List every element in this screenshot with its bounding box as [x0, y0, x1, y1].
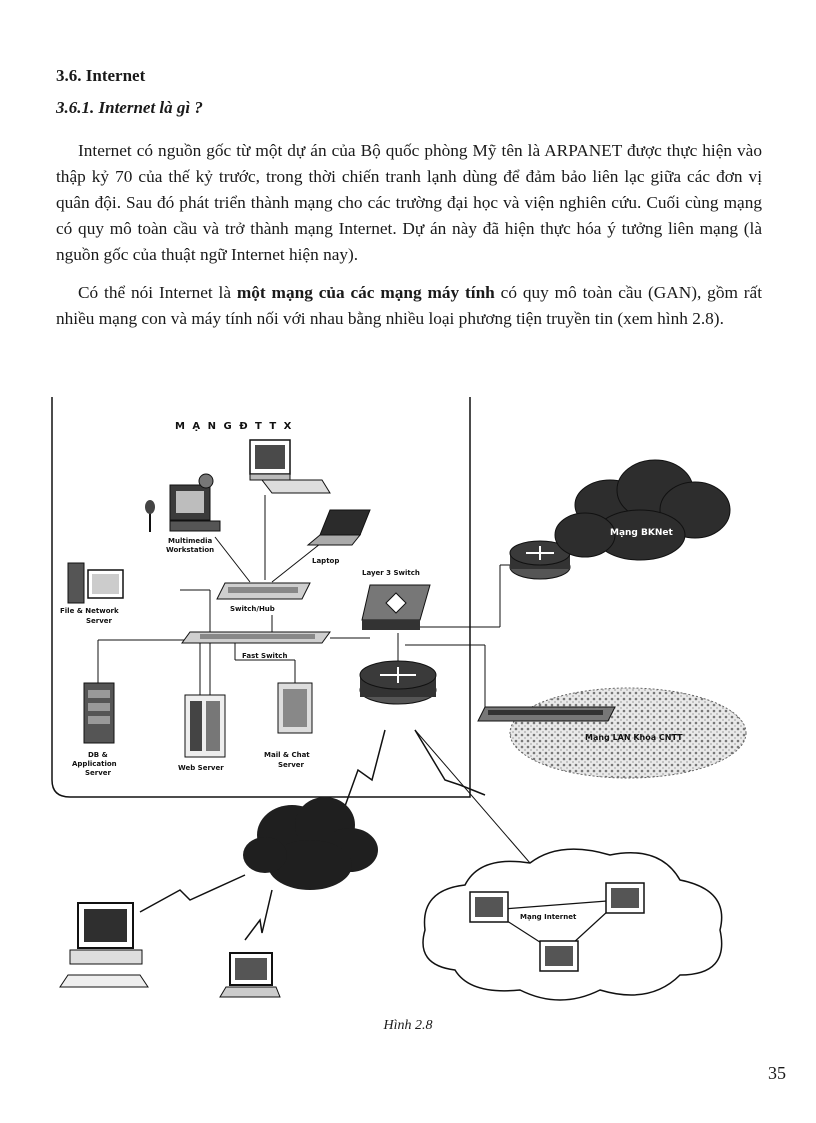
bknet-cloud-icon: [554, 459, 731, 561]
web-server-label: Web Server: [178, 764, 224, 772]
db-server-icon: [83, 682, 115, 744]
internet-pc-2-icon: [605, 882, 645, 914]
page-number: 35: [768, 1063, 786, 1083]
internet-label: Mạng Internet: [520, 913, 577, 921]
internet-pc-3-icon: [539, 940, 579, 972]
paragraph-2-bold: một mạng của các mạng máy tính: [236, 283, 495, 302]
mail-server-label-1: Mail & Chat: [264, 751, 310, 759]
bknet-label: Mạng BKNet: [610, 528, 673, 538]
bknet-router-icon: [509, 540, 571, 580]
laptop-icon: [306, 509, 371, 546]
internet-pc-1-icon: [469, 891, 509, 923]
paragraph-2-start: Có thể nói Internet là: [78, 283, 237, 302]
dttx-network-boundary: [51, 397, 471, 798]
multimedia-label-2: Workstation: [166, 546, 214, 554]
web-server-icon: [184, 694, 226, 758]
figure-caption: Hình 2.8: [383, 1018, 433, 1033]
file-network-server-icon: [67, 562, 124, 604]
mail-chat-server-icon: [277, 682, 313, 734]
network-title: M Ạ N G Đ T T X: [175, 421, 293, 432]
desktop-pc-icon: [249, 439, 331, 494]
internet-cloud-icon: [422, 848, 723, 1001]
router-icon: [359, 660, 437, 705]
subsection-title: 3.6.1. Internet là gì ?: [56, 98, 203, 117]
network-diagram: M Ạ N G Đ T T X Multimedia Workstation: [51, 397, 747, 1001]
paragraph-1: Internet có nguồn gốc từ một dự án của B…: [56, 141, 762, 264]
laptop-label: Laptop: [312, 557, 339, 565]
switch-hub-label: Switch/Hub: [230, 605, 275, 613]
section-title: 3.6. Internet: [56, 66, 146, 85]
file-server-label-1: File & Network: [60, 607, 119, 615]
wan-cloud-icon: [243, 797, 378, 890]
multimedia-workstation-icon: [145, 473, 221, 532]
layer3-switch-icon: [361, 584, 431, 630]
fast-switch-label: Fast Switch: [242, 652, 287, 660]
network-cables: [97, 495, 531, 864]
db-server-label-1: DB &: [88, 751, 108, 759]
remote-laptop-icon: [219, 952, 281, 998]
lan-label: Mạng LAN Khoa CNTT: [585, 733, 683, 742]
mail-server-label-2: Server: [278, 761, 305, 769]
layer3-switch-label: Layer 3 Switch: [362, 569, 420, 577]
db-server-label-2: Application: [72, 760, 117, 768]
switch-hub-icon: [216, 582, 311, 600]
paragraph-2-end: có quy mô toàn cầu (GAN), gồm rất nhiều …: [56, 283, 762, 328]
lan-switch-icon: [477, 706, 616, 722]
multimedia-label-1: Multimedia: [168, 537, 213, 545]
paragraph-2: Có thể nói Internet là một mạng của các …: [56, 280, 762, 332]
fast-switch-icon: [181, 631, 331, 644]
db-server-label-3: Server: [85, 769, 112, 777]
remote-pc-icon: [59, 902, 149, 988]
wireless-links: [139, 729, 486, 941]
file-server-label-2: Server: [86, 617, 113, 625]
